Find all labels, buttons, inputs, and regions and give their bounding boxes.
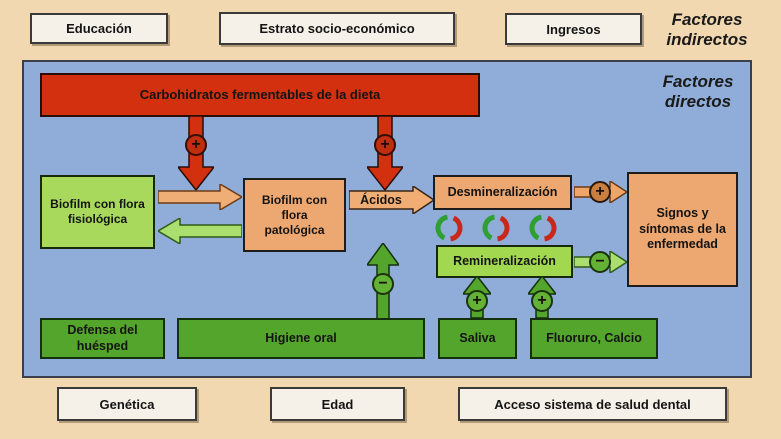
box-estrato-socioeconomico: Estrato socio-económico (219, 12, 455, 45)
plus-circle-icon: + (466, 290, 488, 312)
box-higiene-oral: Higiene oral (177, 318, 425, 359)
box-acceso-salud-dental: Acceso sistema de salud dental (458, 387, 727, 421)
box-saliva: Saliva (438, 318, 517, 359)
box-educacion: Educación (30, 13, 168, 44)
caption-factores-indirectos: Factores indirectos (666, 10, 748, 49)
box-carbohidratos: Carbohidratos fermentables de la dieta (40, 73, 480, 117)
box-signos-sintomas: Signos y síntomas de la enfermedad (627, 172, 738, 287)
orange-right-arrow-biofilm (158, 184, 242, 210)
box-ingresos: Ingresos (505, 13, 642, 45)
box-desmineralizacion: Desmineralización (433, 175, 572, 210)
demin-remin-cycle-icons (435, 214, 557, 242)
plus-circle-icon: + (531, 290, 553, 312)
box-genetica: Genética (57, 387, 197, 421)
minus-circle-icon: − (589, 251, 611, 273)
box-biofilm-patologica: Biofilm con flora patológica (243, 178, 346, 252)
box-remineralizacion: Remineralización (436, 245, 573, 278)
box-defensa-huesped: Defensa del huésped (40, 318, 165, 359)
plus-circle-icon: + (374, 134, 396, 156)
box-fluoruro-calcio: Fluoruro, Calcio (530, 318, 658, 359)
plus-circle-icon: + (185, 134, 207, 156)
caption-factores-directos: Factores directos (662, 72, 734, 111)
plus-circle-icon: + (589, 181, 611, 203)
green-left-arrow-biofilm (158, 218, 242, 244)
box-edad: Edad (270, 387, 405, 421)
label-acidos: Ácidos (360, 193, 402, 207)
acidos-arrow (349, 186, 434, 214)
box-biofilm-fisiologica: Biofilm con flora fisiológica (40, 175, 155, 249)
minus-circle-icon: − (372, 273, 394, 295)
